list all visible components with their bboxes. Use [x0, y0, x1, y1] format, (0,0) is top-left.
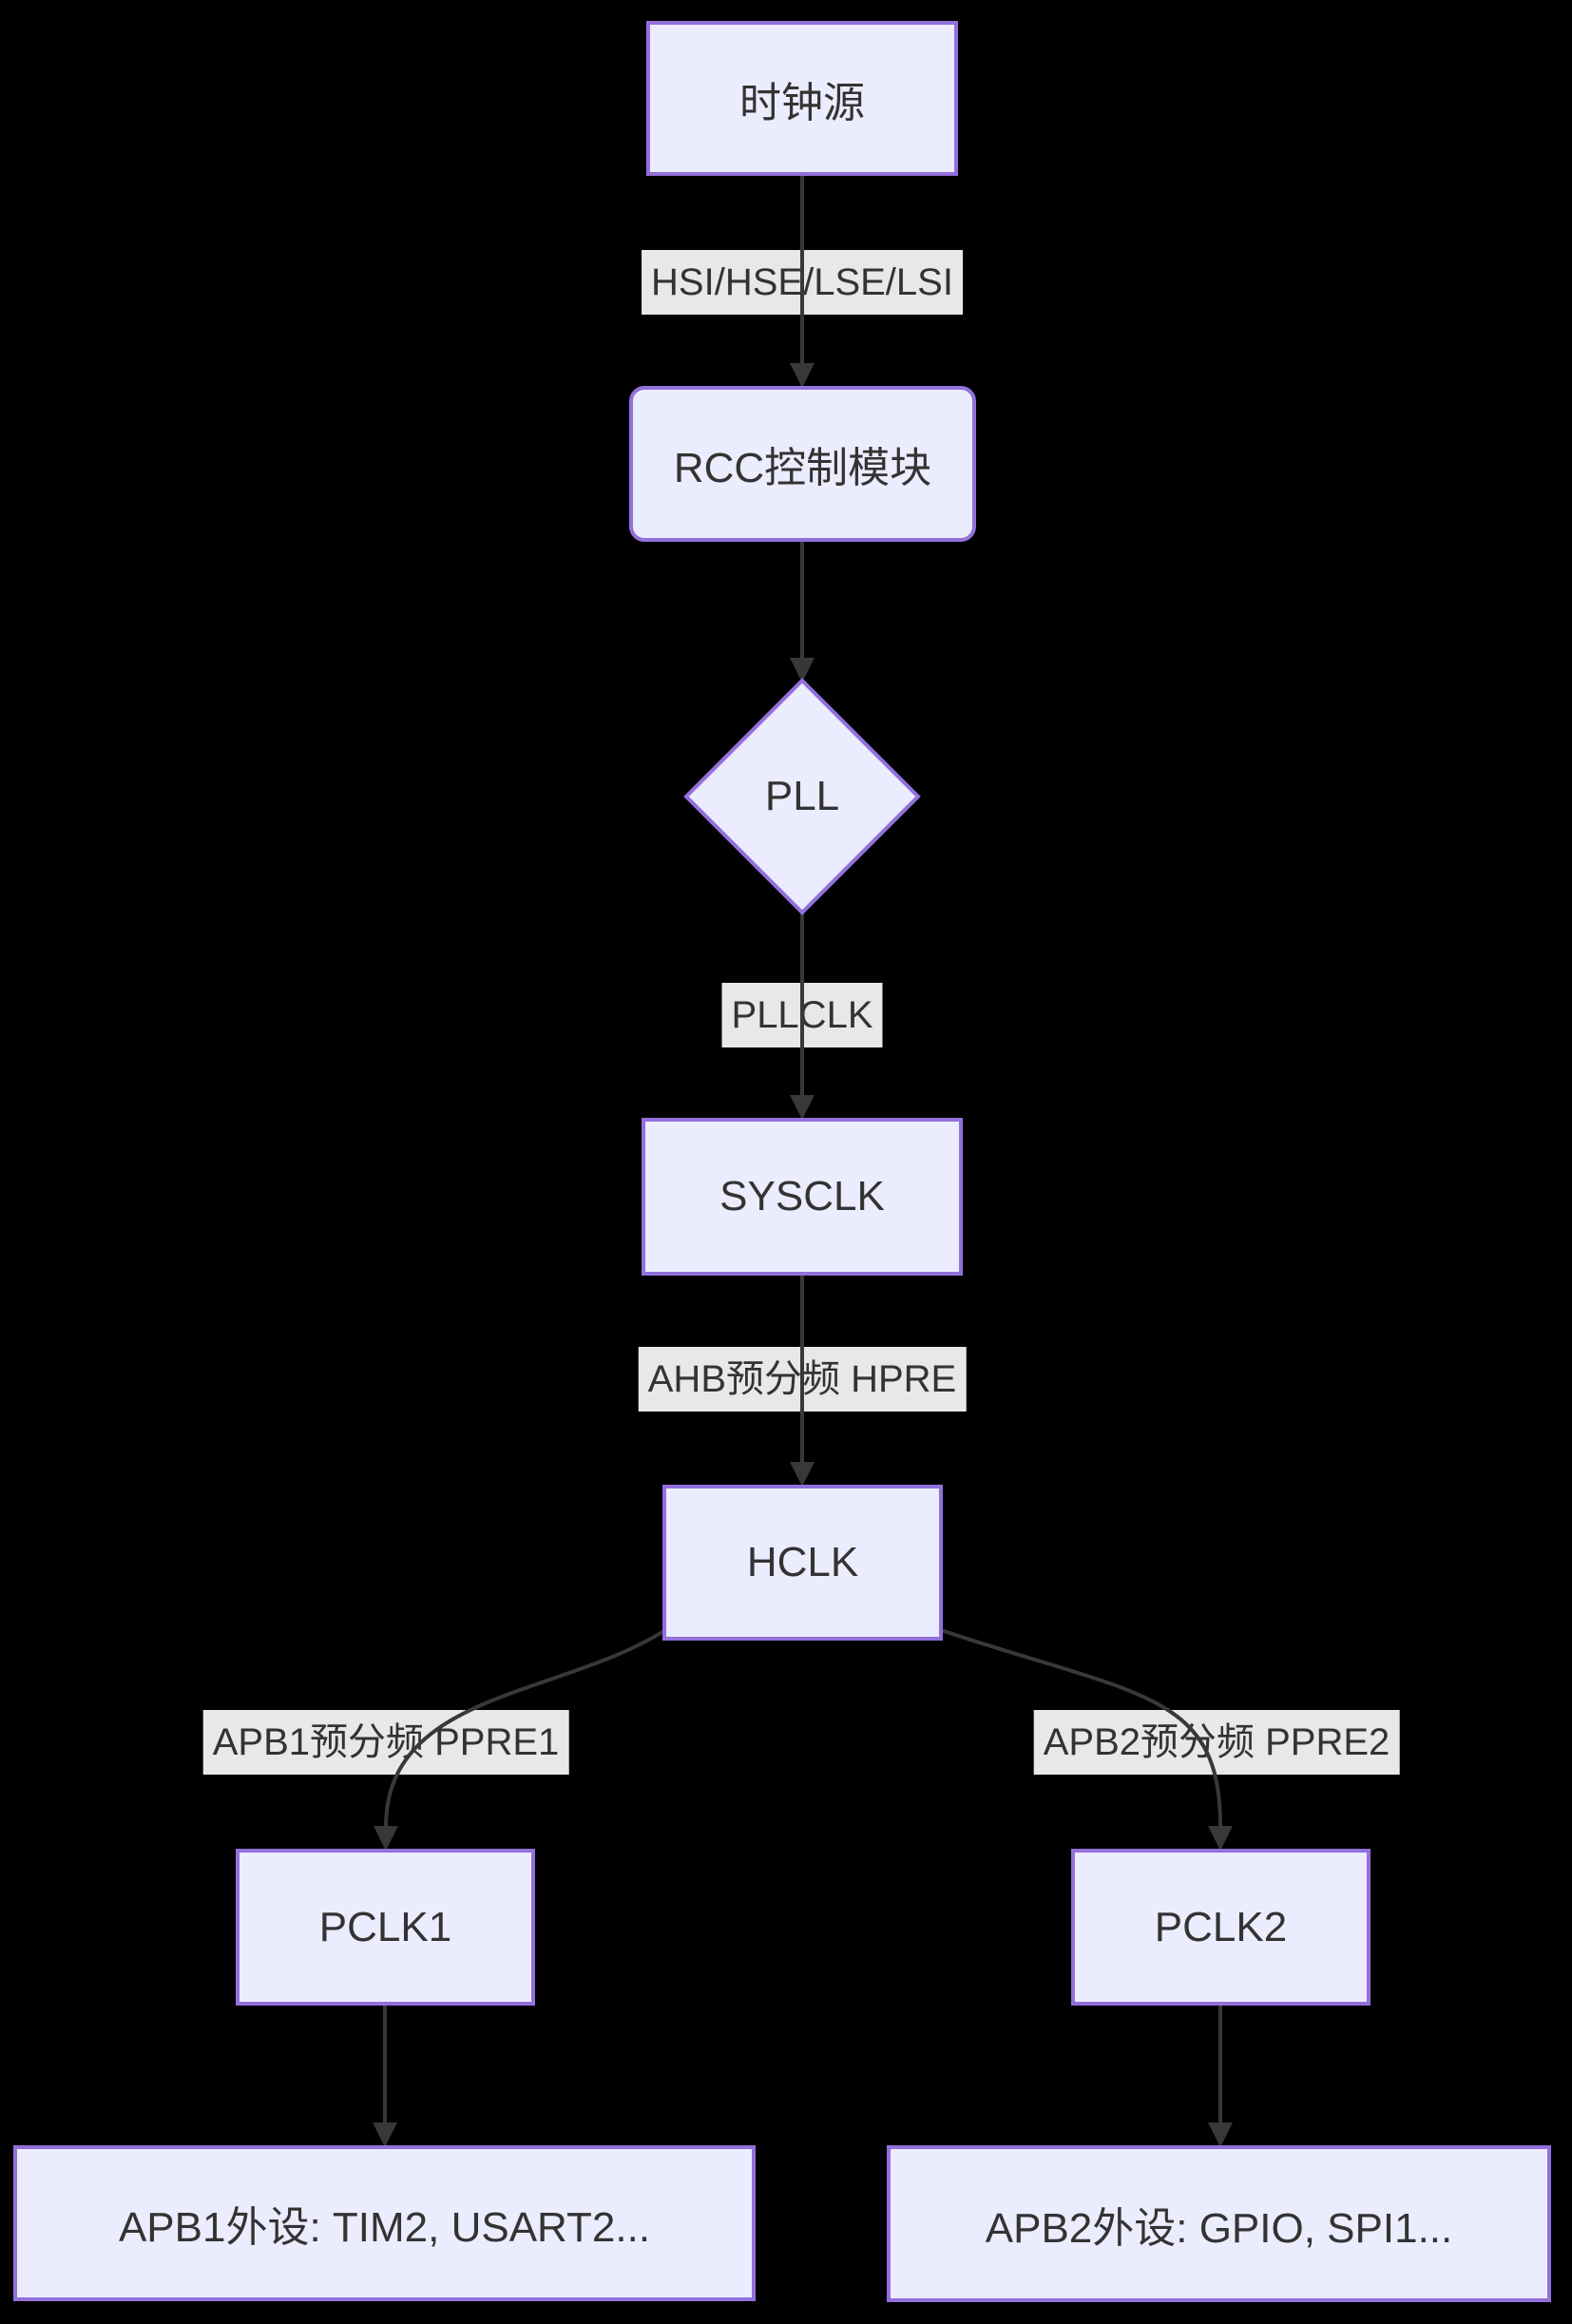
node-rcc-control: RCC控制模块 — [629, 386, 976, 542]
node-sysclk: SYSCLK — [642, 1118, 963, 1276]
node-apb1-peripherals: APB1外设: TIM2, USART2... — [13, 2145, 756, 2301]
node-pclk2: PCLK2 — [1071, 1849, 1371, 2006]
node-pclk1: PCLK1 — [236, 1849, 535, 2006]
node-pll-diamond-shape — [683, 678, 921, 915]
edge-hclk-to-pclk1 — [374, 1628, 667, 1851]
edge-hclk-to-pclk2 — [940, 1628, 1233, 1851]
node-apb2-peripherals: APB2外设: GPIO, SPI1... — [887, 2145, 1551, 2302]
edge-label-hclk-to-pclk2: APB2预分频 PPRE2 — [1033, 1710, 1400, 1775]
node-hclk: HCLK — [662, 1485, 943, 1641]
edge-label-hclk-to-pclk1: APB1预分频 PPRE1 — [202, 1710, 569, 1775]
node-clock-source: 时钟源 — [646, 21, 958, 176]
node-pll-label: PLL — [764, 773, 840, 819]
